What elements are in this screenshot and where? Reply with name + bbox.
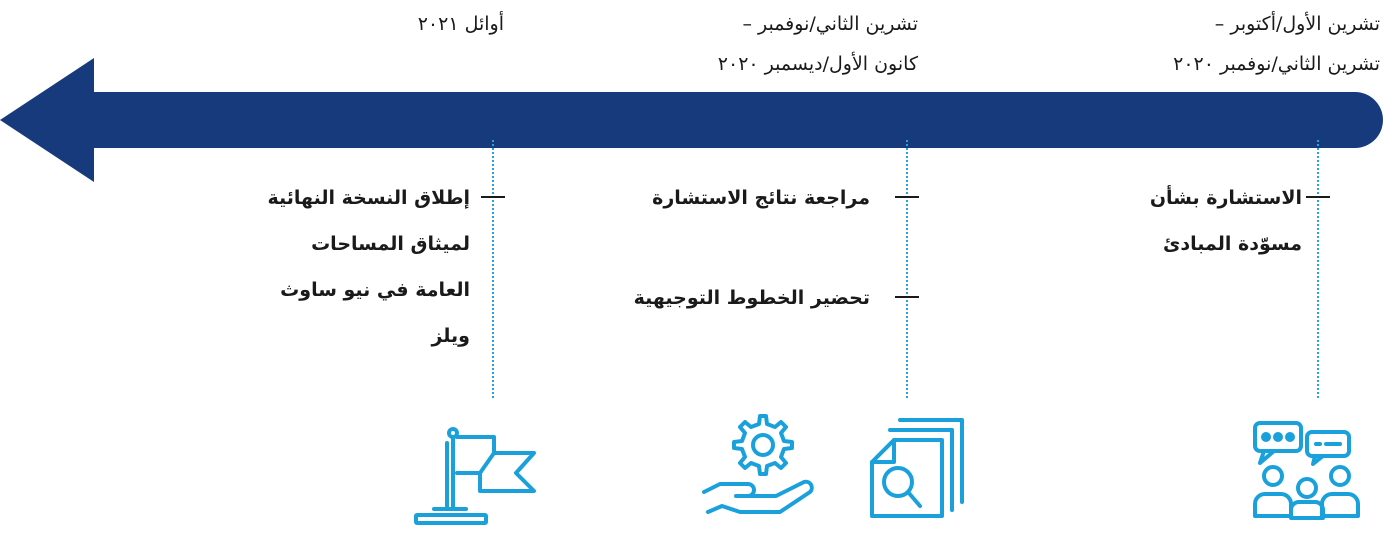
item-guidelines: تحضير الخطوط التوجيهية — [634, 275, 870, 321]
item-tick — [1306, 196, 1330, 198]
item-line: لميثاق المساحات — [311, 233, 470, 255]
item-review: مراجعة نتائج الاستشارة — [652, 175, 870, 221]
item-line: مسوّدة المبادئ — [1162, 233, 1302, 255]
date-review: تشرين الثاني/نوفمبر – كانون الأول/ديسمبر… — [718, 4, 918, 84]
date-launch: أوائل ٢٠٢١ — [418, 4, 504, 44]
date-line: تشرين الأول/أكتوبر – — [1214, 13, 1380, 35]
item-line: تحضير الخطوط التوجيهية — [633, 287, 870, 309]
date-line: تشرين الثاني/نوفمبر – — [742, 13, 918, 35]
item-line: ويلز — [431, 325, 470, 347]
date-line: كانون الأول/ديسمبر ٢٠٢٠ — [717, 53, 918, 75]
document-search-icon — [870, 418, 964, 518]
timeline-arrow — [0, 58, 1383, 182]
flag-icon — [414, 427, 536, 525]
date-line: تشرين الثاني/نوفمبر ٢٠٢٠ — [1173, 53, 1380, 75]
item-tick — [895, 296, 919, 298]
date-consultation: تشرين الأول/أكتوبر – تشرين الثاني/نوفمبر… — [1173, 4, 1380, 84]
item-consultation: الاستشارة بشأن مسوّدة المبادئ — [1150, 175, 1302, 267]
item-launch: إطلاق النسخة النهائية لميثاق المساحات ال… — [268, 175, 471, 359]
hand-gear-icon — [702, 414, 814, 514]
item-line: مراجعة نتائج الاستشارة — [652, 187, 870, 209]
consultation-group-icon — [1253, 421, 1360, 520]
timeline-stem — [906, 140, 908, 398]
item-line: إطلاق النسخة النهائية — [267, 187, 471, 209]
item-tick — [895, 196, 919, 198]
item-line: الاستشارة بشأن — [1149, 187, 1302, 209]
timeline-stem — [492, 140, 494, 398]
date-line: أوائل ٢٠٢١ — [417, 13, 504, 35]
item-line: العامة في نيو ساوث — [280, 279, 470, 301]
item-tick — [481, 196, 505, 198]
timeline-stem — [1317, 140, 1319, 398]
